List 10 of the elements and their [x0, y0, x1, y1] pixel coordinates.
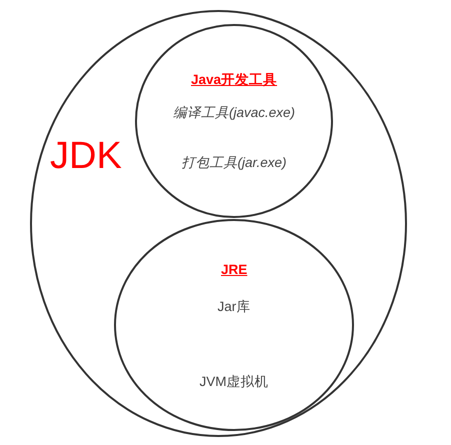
- circle-heading: JRE: [221, 261, 248, 279]
- item-text: 编译工具(javac.exe): [173, 104, 296, 122]
- circle-heading: Java开发工具: [191, 71, 278, 89]
- item-text: 打包工具(jar.exe): [182, 154, 287, 172]
- item-text: JVM虚拟机: [200, 373, 268, 391]
- circle: [114, 219, 354, 431]
- ellipse-heading: JDK: [50, 134, 122, 178]
- circle: [135, 24, 333, 218]
- ellipse: [30, 10, 407, 437]
- item-text: Jar库: [218, 298, 250, 316]
